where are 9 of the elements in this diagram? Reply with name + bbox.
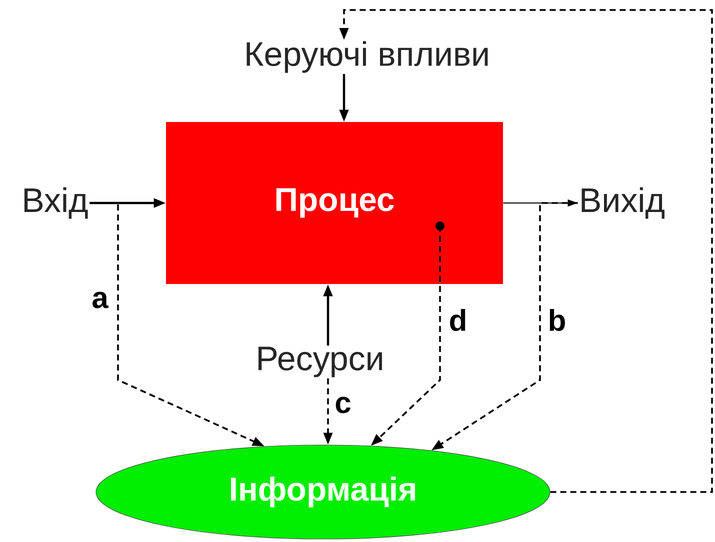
edge-label: c xyxy=(336,396,350,414)
edge-label: b xyxy=(550,309,565,332)
label-text: Керуючі впливи xyxy=(246,41,488,73)
label-text: Ресурси xyxy=(258,346,382,378)
label-text: Вихід xyxy=(582,187,664,219)
label-text: Вхід xyxy=(24,187,88,219)
process-box: Процес xyxy=(166,122,503,284)
edge-label: d xyxy=(450,309,466,332)
edge-label: a xyxy=(92,292,109,308)
